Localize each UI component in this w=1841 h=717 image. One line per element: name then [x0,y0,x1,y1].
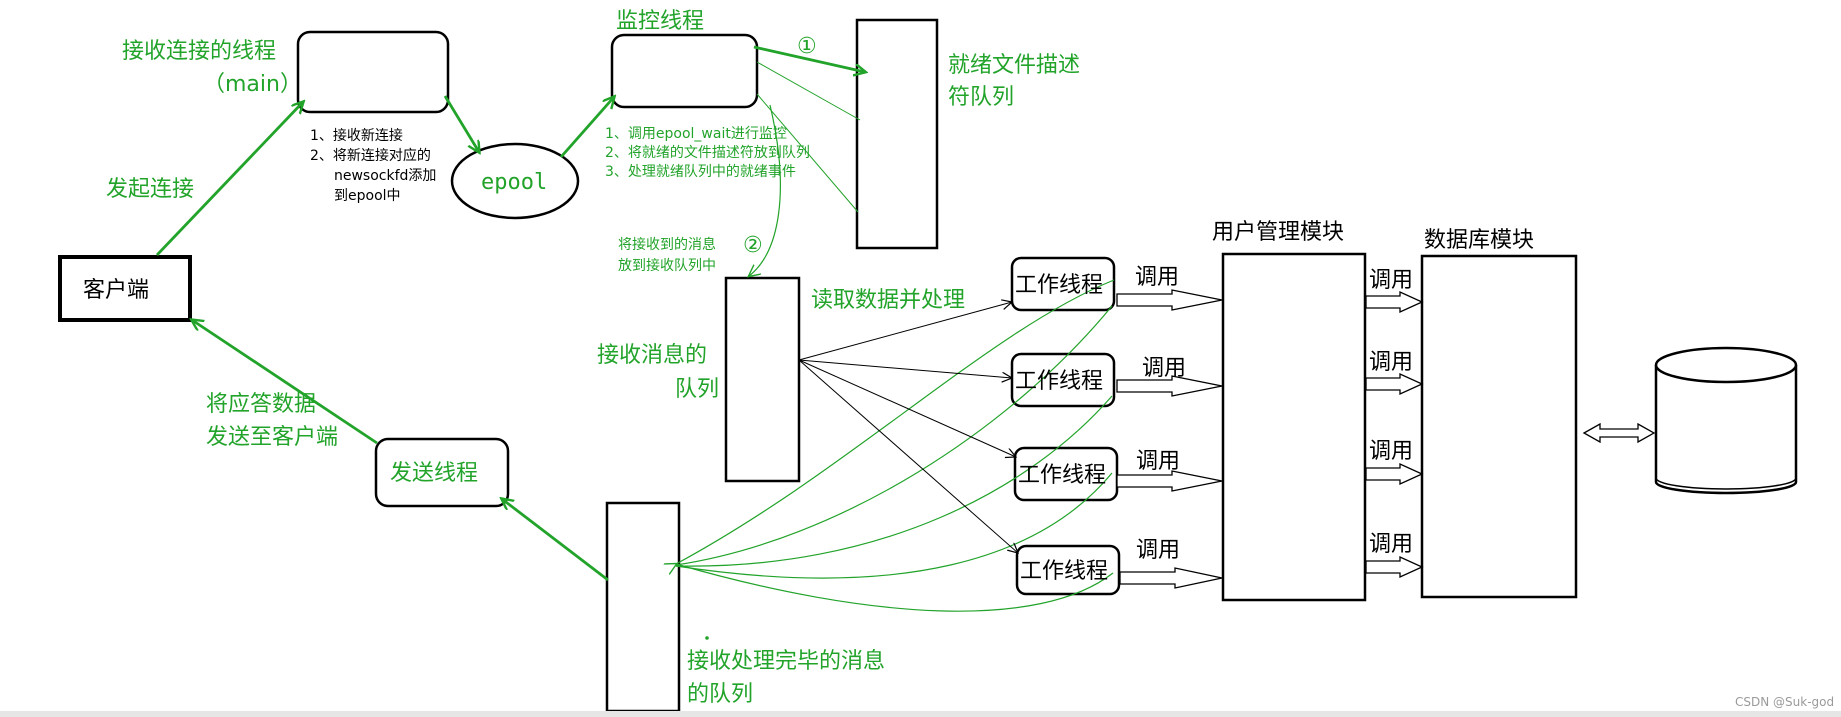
done-queue-box [605,501,681,713]
main-thread-subtitle: （main） [203,72,302,97]
call-arrow-w3 [1116,470,1223,492]
fan-arrow-2 [798,359,1012,378]
reply-label-1: 将应答数据 [206,392,316,417]
call-label-w4: 调用 [1136,538,1180,563]
initiate-connection-label: 发起连接 [106,177,194,202]
return-curve-1 [675,305,1113,566]
send-thread-label: 发送线程 [390,461,478,486]
db-module-label: 数据库模块 [1424,228,1534,253]
fan-arrow-1 [798,302,1012,361]
call-label-w1: 调用 [1135,265,1179,290]
monitor-thread-box [610,33,759,109]
call-arrow-db-2 [1365,372,1424,396]
arrow-epool-to-monitor [559,97,614,158]
done-queue-label-2: 的队列 [687,682,753,707]
worker-thread-box-1 [1010,256,1116,312]
recv-queue-label-2: 队列 [675,377,719,402]
done-queue-label-1: 接收处理完毕的消息 [687,649,885,674]
reply-label-2: 发送至客户端 [206,425,338,450]
fan-arrow-4 [798,359,1018,553]
return-curve-2 [675,395,1113,567]
database-cylinder-icon [1654,346,1798,495]
main-thread-title: 接收连接的线程 [122,39,276,64]
ready-queue-label-1: 就绪文件描述 [948,53,1080,78]
call-label-db-4: 调用 [1369,532,1413,557]
monitor-thread-title: 监控线程 [616,9,704,34]
call-arrow-w2 [1116,375,1223,397]
client-box [58,255,192,322]
return-curve-4 [675,563,1114,612]
arrow-done-queue-to-send [502,499,609,582]
return-curve-5 [676,279,1115,564]
call-label-db-3: 调用 [1369,439,1413,464]
main-note-4: 到epool中 [334,188,401,204]
send-thread-box [374,437,510,508]
arrow-main-to-epool [443,95,479,152]
user-module-box [1221,252,1367,602]
circle-number-2: ② [743,233,763,258]
monitor-note-1: 1、调用epool_wait进行监控 [605,126,787,142]
circle-number-1: ① [797,34,817,59]
return-curve-3 [675,472,1113,579]
call-label-w3: 调用 [1136,449,1180,474]
recv-queue-box [724,276,801,483]
db-module-box [1420,254,1578,599]
call-arrow-db-3 [1365,462,1424,486]
call-arrow-w4 [1119,567,1223,589]
epool-ellipse [450,142,580,220]
main-thread-box [296,30,450,114]
put-queue-label-2: 放到接收队列中 [618,257,716,274]
arrow-initiate-connection [155,102,303,256]
call-arrow-db-1 [1365,290,1424,314]
monitor-ready-connector-1 [756,61,861,121]
worker-thread-label-2: 工作线程 [1015,369,1103,394]
main-note-2: 2、将新连接对应的 [310,147,431,164]
fan-arrow-3 [798,359,1016,457]
put-queue-label-1: 将接收到的消息 [618,236,716,253]
worker-thread-box-4 [1015,544,1121,596]
worker-thread-label-1: 工作线程 [1015,273,1103,298]
db-link-double-arrow [1582,422,1656,444]
arrow-ready-to-recv-queue [749,104,781,276]
client-label: 客户端 [83,278,149,303]
ready-queue-label-2: 符队列 [948,85,1014,110]
stray-dot [705,636,709,640]
read-process-label: 读取数据并处理 [811,288,965,313]
watermark: CSDN @Suk-god [1735,695,1834,709]
user-module-label: 用户管理模块 [1212,220,1344,245]
monitor-ready-connector-2 [756,93,859,213]
call-label-w2: 调用 [1142,356,1186,381]
monitor-note-3: 3、处理就绪队列中的就绪事件 [605,164,796,180]
call-label-db-2: 调用 [1369,350,1413,375]
worker-thread-label-3: 工作线程 [1018,463,1106,488]
main-note-3: newsockfd添加 [334,168,436,184]
call-label-db-1: 调用 [1369,268,1413,293]
call-arrow-w1 [1116,289,1223,311]
monitor-note-2: 2、将就绪的文件描述符放到队列 [605,145,810,161]
worker-thread-label-4: 工作线程 [1020,559,1108,584]
bottom-scroll-edge [0,711,1841,717]
recv-queue-label-1: 接收消息的 [597,343,707,368]
arrow-send-to-client [192,320,378,445]
main-note-1: 1、接收新连接 [310,127,403,144]
call-arrow-db-4 [1365,555,1424,579]
epool-label: epool [481,170,547,195]
arrow-monitor-to-ready-queue [753,45,865,72]
ready-fd-queue-box [855,18,939,250]
